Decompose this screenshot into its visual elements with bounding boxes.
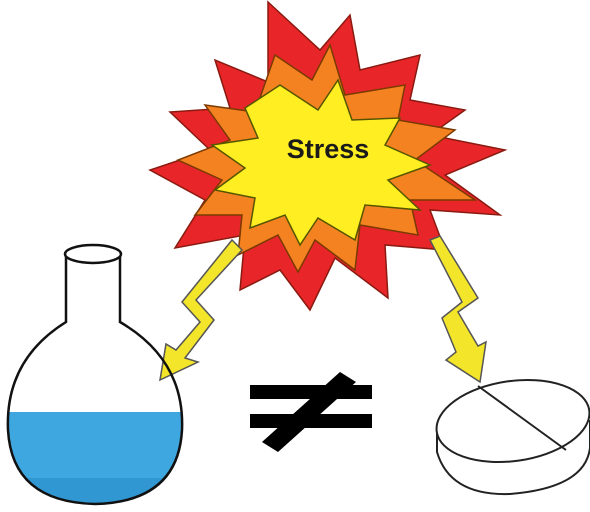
left-arrow-icon (159, 238, 244, 382)
right-arrow-icon (428, 235, 487, 384)
tablet-score-line (477, 385, 567, 451)
right-arrow-shape (428, 235, 487, 384)
tablet-icon (435, 378, 590, 496)
flask-icon (6, 243, 184, 506)
stress-burst-icon: Stress (148, 0, 508, 312)
burst-label: Stress (287, 134, 370, 164)
left-arrow-shape (159, 238, 244, 382)
tablet-top (435, 378, 590, 464)
not-equal-icon (250, 372, 372, 452)
flask-mouth (63, 243, 123, 265)
burst-inner-star (210, 78, 433, 247)
flask-outline (6, 255, 184, 506)
